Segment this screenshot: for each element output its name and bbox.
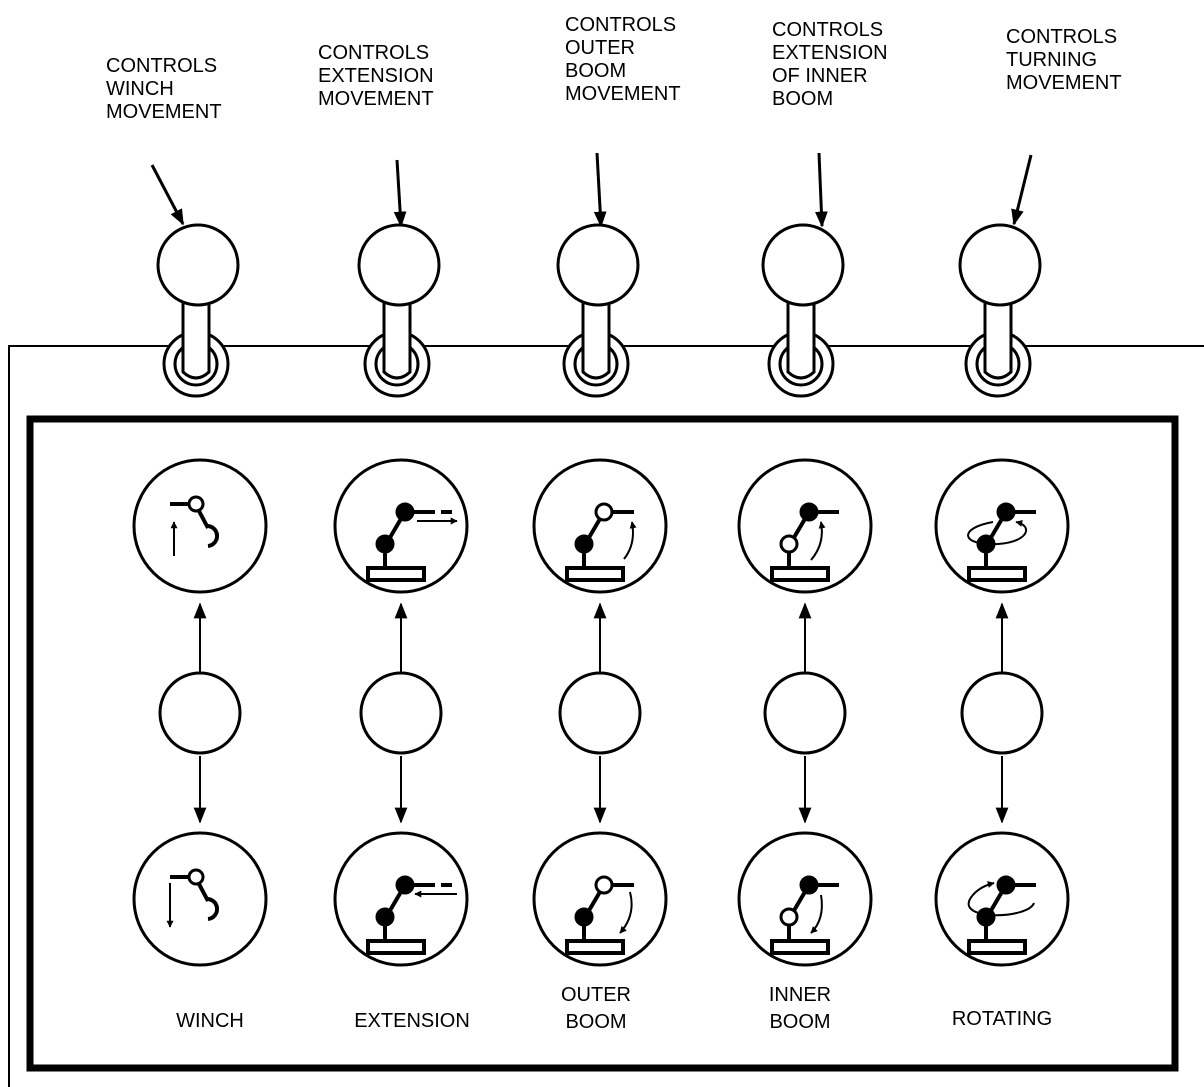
top-label-line: EXTENSION — [772, 42, 888, 64]
position-up-indicator — [934, 458, 1070, 594]
bottom-label-line: EXTENSION — [354, 1010, 470, 1032]
position-down-indicator — [737, 831, 873, 967]
toggle-switch-winch[interactable] — [156, 223, 240, 398]
panel-inner-frame — [26, 415, 1179, 1072]
neutral-position-circle — [359, 671, 443, 755]
winch-hook-up-icon — [166, 868, 219, 928]
callout-arrow — [150, 164, 185, 226]
neutral-position-circle — [763, 671, 847, 755]
bottom-label-line: OUTER — [561, 984, 631, 1006]
position-up-indicator — [532, 458, 668, 594]
bottom-label-line: BOOM — [769, 1011, 830, 1033]
position-down-indicator — [934, 831, 1070, 967]
callout-arrow — [815, 152, 828, 228]
top-label-line: MOVEMENT — [318, 88, 434, 110]
inner-boom-raise-icon — [770, 502, 839, 582]
top-label-line: TURNING — [1006, 49, 1097, 71]
top-label-line: CONTROLS — [565, 14, 676, 36]
inner-boom-lower-icon — [770, 875, 839, 955]
top-label-line: CONTROLS — [318, 42, 429, 64]
toggle-switch-extension[interactable] — [357, 223, 441, 398]
neutral-position-circle — [960, 671, 1044, 755]
top-label-line: CONTROLS — [772, 19, 883, 41]
position-down-indicator — [333, 831, 469, 967]
callout-arrow — [1011, 154, 1033, 226]
top-label-line: CONTROLS — [106, 55, 217, 77]
callout-arrow — [393, 159, 407, 228]
top-label-line: BOOM — [565, 60, 626, 82]
position-down-indicator — [132, 831, 268, 967]
bottom-label-line: BOOM — [565, 1011, 626, 1033]
bottom-label-line: ROTATING — [952, 1008, 1052, 1030]
neutral-position-circle — [158, 671, 242, 755]
toggle-switch-inner-boom[interactable] — [761, 223, 845, 398]
position-up-indicator — [737, 458, 873, 594]
top-label-line: OF INNER — [772, 65, 868, 87]
neutral-position-circle — [558, 671, 642, 755]
top-label-line: MOVEMENT — [1006, 72, 1122, 94]
outer-boom-raise-icon — [565, 502, 637, 582]
boom-extend-in-icon — [366, 875, 457, 955]
position-down-indicator — [532, 831, 668, 967]
rotate-clockwise-icon — [967, 502, 1036, 582]
boom-extend-out-icon — [366, 502, 458, 582]
top-label-line: OUTER — [565, 37, 635, 59]
top-label-line: MOVEMENT — [106, 101, 222, 123]
position-up-indicator — [132, 458, 268, 594]
outer-boom-lower-icon — [565, 875, 634, 955]
toggle-switch-rotating[interactable] — [958, 223, 1042, 398]
bottom-label-line: WINCH — [176, 1010, 244, 1032]
top-label-line: CONTROLS — [1006, 26, 1117, 48]
callout-arrow — [593, 152, 607, 228]
winch-hook-down-icon — [170, 495, 219, 556]
rotate-counterclockwise-icon — [967, 875, 1036, 955]
bottom-label-line: INNER — [769, 984, 831, 1006]
top-label-line: EXTENSION — [318, 65, 434, 87]
top-label-line: BOOM — [772, 88, 833, 110]
top-label-line: MOVEMENT — [565, 83, 681, 105]
toggle-switch-outer-boom[interactable] — [556, 223, 640, 398]
top-label-line: WINCH — [106, 78, 174, 100]
position-up-indicator — [333, 458, 469, 594]
